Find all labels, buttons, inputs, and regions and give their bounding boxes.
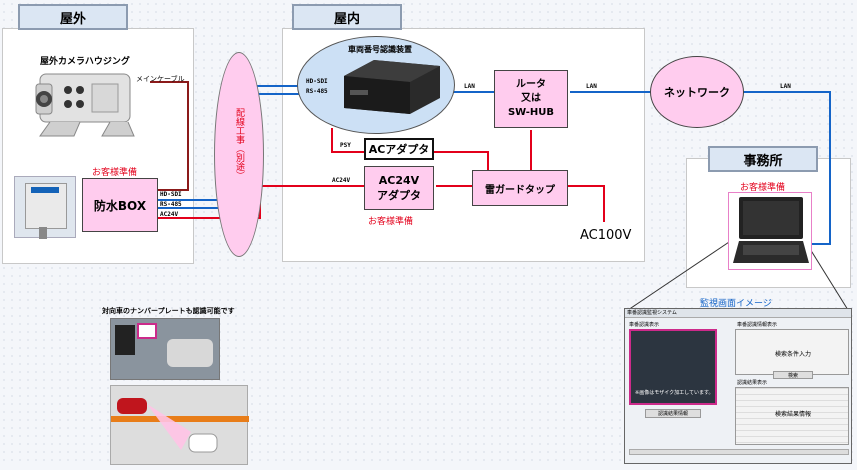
monitor-search-label: 検索条件入力 bbox=[775, 351, 812, 358]
waterproof-box: 防水BOX bbox=[82, 178, 158, 232]
ac24v-adapter: AC24V アダプタ bbox=[364, 166, 434, 210]
monitor-result-button[interactable]: 認識結果情報 bbox=[645, 409, 701, 418]
acadapter-tap-line bbox=[432, 151, 489, 172]
indoor-customer-note: お客様準備 bbox=[368, 217, 414, 227]
main-cable-line bbox=[150, 81, 189, 191]
monitor-search-button[interactable]: 検索 bbox=[773, 371, 813, 379]
monitor-caption: 監視画面イメージ bbox=[700, 299, 772, 309]
outdoor-rs485-label: RS-485 bbox=[160, 201, 182, 208]
psy-line bbox=[331, 128, 365, 153]
camera-caption: 屋外カメラハウジング bbox=[40, 57, 130, 67]
tap-ac100v-line bbox=[568, 185, 605, 222]
outdoor-hd-sdi-label: HD-SDI bbox=[160, 191, 182, 198]
monitor-live-label: 車番認識表示 bbox=[629, 322, 660, 328]
indoor-hd-sdi-label: HD-SDI bbox=[306, 78, 328, 85]
monitor-search-box bbox=[735, 329, 849, 375]
outdoor-customer-note: お客様準備 bbox=[92, 168, 138, 178]
indoor-rs485-label: RS-485 bbox=[306, 88, 328, 95]
office-laptop bbox=[728, 192, 812, 270]
scenario-photo bbox=[110, 318, 220, 380]
monitor-window: 車番認識監視システム 車番認識表示 ※画像はモザイク加工しています。 認識結果情… bbox=[624, 308, 852, 464]
monitor-list-box bbox=[735, 387, 849, 445]
monitor-titlebar: 車番認識監視システム bbox=[625, 309, 851, 318]
outdoor-tab: 屋外 bbox=[18, 4, 128, 30]
wiring-work-label: 配線工事（別途） bbox=[234, 108, 244, 180]
recognition-device bbox=[344, 58, 440, 116]
device-name: 車両番号認識装置 bbox=[348, 45, 412, 54]
office-customer-note: お客様準備 bbox=[740, 183, 786, 193]
router-box: ルータ 又は SW-HUB bbox=[494, 70, 568, 128]
ac-adapter-box: ACアダプタ bbox=[364, 138, 434, 160]
monitor-live-view bbox=[629, 329, 717, 405]
wiring-work-ellipse bbox=[214, 52, 264, 257]
network-cloud: ネットワーク bbox=[650, 56, 744, 128]
ac100v-label: AC100V bbox=[580, 228, 632, 243]
outdoor-box-photo bbox=[14, 176, 76, 239]
lan-label-2: LAN bbox=[586, 83, 597, 90]
indoor-panel bbox=[282, 28, 645, 262]
camera-housing bbox=[30, 70, 135, 137]
plate-recognition-note: 対向車のナンバープレートも認識可能です bbox=[102, 307, 235, 315]
indoor-tab: 屋内 bbox=[292, 4, 402, 30]
surge-protection-tap: 雷ガードタップ bbox=[472, 170, 568, 206]
outdoor-ac24v-label: AC24V bbox=[160, 211, 179, 218]
indoor-ac24v-label: AC24V bbox=[332, 177, 351, 184]
main-cable-label: メインケーブル bbox=[136, 75, 185, 83]
scenario-diagram bbox=[110, 385, 249, 465]
monitor-list-label: 認識結果表示 bbox=[737, 380, 768, 386]
lan-label-3: LAN bbox=[780, 83, 791, 90]
monitor-scrollbar[interactable] bbox=[629, 449, 849, 455]
psy-label: PSY bbox=[340, 142, 351, 149]
office-tab: 事務所 bbox=[708, 146, 818, 172]
lan-label-1: LAN bbox=[464, 83, 475, 90]
monitor-search-panel-label: 車番認識情報表示 bbox=[737, 322, 778, 328]
monitor-mosaic-note: ※画像はモザイク加工しています。 bbox=[635, 390, 714, 396]
lan-network-office bbox=[740, 91, 831, 245]
monitor-results-label: 検索結果情報 bbox=[775, 411, 812, 418]
